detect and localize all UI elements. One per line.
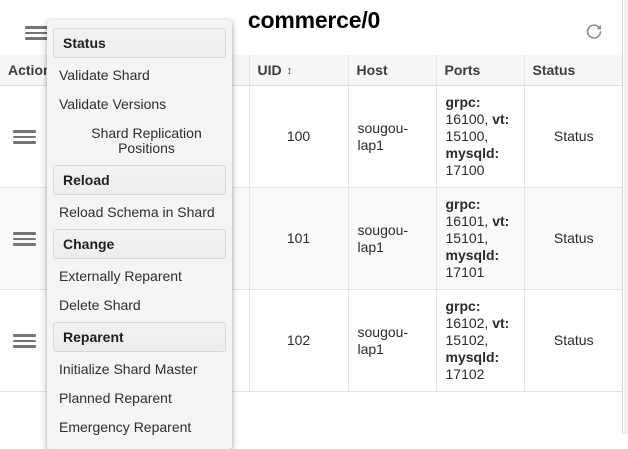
menu-section-header-status[interactable]: Status <box>53 28 226 58</box>
hamburger-icon[interactable] <box>25 26 48 40</box>
ports-mysqld-value: 17101 <box>445 264 485 280</box>
hamburger-line <box>13 232 37 235</box>
ports-grpc-value: 16100, <box>445 111 489 127</box>
row-status-cell[interactable]: Status <box>524 187 623 290</box>
column-header-uid[interactable]: UID ↕ <box>249 55 349 86</box>
menu-item-delete-shard[interactable]: Delete Shard <box>59 297 141 313</box>
row-action-cell <box>0 289 51 392</box>
column-header-ports[interactable]: Ports <box>436 55 525 86</box>
row-host-cell: sougou-lap1 <box>348 85 437 188</box>
hamburger-line <box>25 31 48 35</box>
ports-mysqld-label: mysqld: <box>445 247 500 263</box>
ports-grpc-label: grpc: <box>445 196 481 212</box>
row-uid-cell: 101 <box>249 187 349 290</box>
menu-section-header-change[interactable]: Change <box>53 229 226 259</box>
sort-toggle-icon[interactable]: ↕ <box>286 65 293 77</box>
ports-vt-label: vt: <box>492 213 510 229</box>
row-action-cell <box>0 85 51 188</box>
column-header-action[interactable]: Action <box>0 55 51 86</box>
menu-item-emergency-reparent[interactable]: Emergency Reparent <box>59 419 192 435</box>
hamburger-line <box>13 243 37 246</box>
row-action-cell <box>0 187 51 290</box>
row-status-cell[interactable]: Status <box>524 289 623 392</box>
row-hamburger-icon[interactable] <box>13 232 37 246</box>
menu-item-planned-reparent[interactable]: Planned Reparent <box>59 390 172 406</box>
menu-section-header-reparent[interactable]: Reparent <box>53 322 226 352</box>
ports-mysqld-label: mysqld: <box>445 349 500 365</box>
menu-item-initialize-shard-master[interactable]: Initialize Shard Master <box>59 361 198 377</box>
column-header-uid-label: UID <box>257 62 282 78</box>
row-ports-cell: grpc: 16101, vt: 15101, mysqld: 17101 <box>436 187 525 290</box>
refresh-icon-svg <box>586 24 602 39</box>
ports-grpc-value: 16102, <box>445 315 489 331</box>
ports-mysqld-value: 17102 <box>445 366 485 382</box>
hamburger-line <box>13 141 37 144</box>
row-uid-cell: 100 <box>249 85 349 188</box>
row-uid-cell: 102 <box>249 289 349 392</box>
ports-mysqld-value: 17100 <box>445 162 485 178</box>
column-header-status[interactable]: Status <box>524 55 623 86</box>
menu-section-header-reload[interactable]: Reload <box>53 165 226 195</box>
ports-grpc-label: grpc: <box>445 94 481 110</box>
ports-grpc-label: grpc: <box>445 298 481 314</box>
row-status-cell[interactable]: Status <box>524 85 623 188</box>
page-scrollbar[interactable] <box>622 0 628 434</box>
refresh-icon[interactable] <box>583 21 605 43</box>
hamburger-line <box>13 237 37 241</box>
hamburger-line <box>13 345 37 348</box>
row-hamburger-icon[interactable] <box>13 334 37 348</box>
row-ports-cell: grpc: 16100, vt: 15100, mysqld: 17100 <box>436 85 525 188</box>
ports-vt-label: vt: <box>492 315 510 331</box>
hamburger-line <box>25 37 48 40</box>
row-hamburger-icon[interactable] <box>13 130 37 144</box>
ports-vt-value: 15102, <box>445 332 489 348</box>
hamburger-line <box>13 135 37 139</box>
page-scrollbar-thumb[interactable] <box>624 0 628 434</box>
hamburger-line <box>13 339 37 343</box>
menu-item-validate-versions[interactable]: Validate Versions <box>59 96 167 112</box>
row-ports-cell: grpc: 16102, vt: 15102, mysqld: 17102 <box>436 289 525 392</box>
row-host-cell: sougou-lap1 <box>348 187 437 290</box>
menu-item-externally-reparent[interactable]: Externally Reparent <box>59 268 182 284</box>
hamburger-line <box>13 130 37 133</box>
ports-vt-value: 15100, <box>445 128 489 144</box>
page-title: commerce/0 <box>247 7 381 33</box>
row-host-cell: sougou-lap1 <box>348 289 437 392</box>
hamburger-line <box>25 26 48 29</box>
menu-item-reload-schema-in-shard[interactable]: Reload Schema in Shard <box>59 204 215 220</box>
ports-grpc-value: 16101, <box>445 213 489 229</box>
column-header-host[interactable]: Host <box>348 55 437 86</box>
shard-actions-menu: Status Validate Shard Validate Versions … <box>47 20 232 449</box>
menu-item-shard-replication-positions[interactable]: Shard Replication Positions <box>91 125 202 156</box>
ports-vt-value: 15101, <box>445 230 489 246</box>
hamburger-line <box>13 334 37 337</box>
menu-item-validate-shard[interactable]: Validate Shard <box>59 67 150 83</box>
ports-mysqld-label: mysqld: <box>445 145 500 161</box>
ports-vt-label: vt: <box>492 111 510 127</box>
